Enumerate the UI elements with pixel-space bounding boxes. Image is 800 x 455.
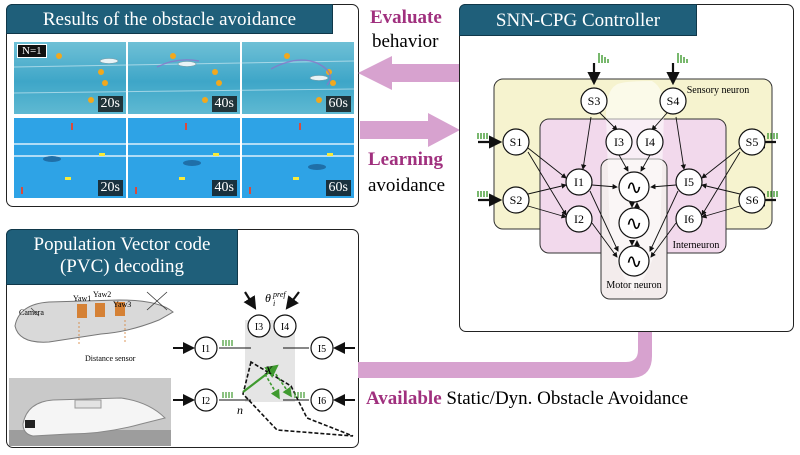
- yaw1-label: Yaw1: [73, 294, 92, 303]
- inter-region-label: Interneuron: [673, 240, 720, 251]
- robot-photo: [9, 378, 171, 446]
- camera-label: Camera: [19, 308, 44, 317]
- pvc-neuron-I3: I3: [255, 322, 263, 333]
- theta-subscript: i: [273, 299, 275, 308]
- neuron-S4: S4: [667, 94, 680, 108]
- lane-frame-60s: 60s: [242, 118, 354, 198]
- oscillator-icon: ∿: [626, 213, 643, 235]
- x-vector-label: X: [264, 363, 273, 377]
- snn-cpg-network: S1 S2 S3 S4 S5 S6 I1 I2 I3 I4 I5 I6 ∿ ∿ …: [477, 53, 778, 300]
- neuron-I4: I4: [645, 135, 655, 149]
- pvc-neuron-I6: I6: [318, 396, 326, 407]
- motor-region-label: Motor neuron: [606, 280, 661, 291]
- oscillator-icon: ∿: [626, 251, 643, 273]
- lane-frame-20s: 20s: [14, 118, 126, 198]
- pvc-neuron-I4: I4: [281, 322, 289, 333]
- controller-panel: S1 S2 S3 S4 S5 S6 I1 I2 I3 I4 I5 I6 ∿ ∿ …: [459, 4, 794, 332]
- pvc-neuron-I2: I2: [202, 396, 210, 407]
- results-title: Results of the obstacle avoidance: [6, 4, 333, 34]
- evaluate-arrow: [358, 56, 460, 90]
- timestamp: 40s: [211, 180, 237, 196]
- lane-frame-40s: 40s: [128, 118, 240, 198]
- neuron-S3: S3: [588, 94, 601, 108]
- pvc-neuron-I1: I1: [202, 344, 210, 355]
- pvc-title-line1: Population Vector code: [33, 234, 211, 255]
- neuron-I1: I1: [574, 175, 584, 189]
- neuron-S5: S5: [746, 135, 759, 149]
- distance-sensor-label: Distance sensor: [85, 354, 136, 363]
- pvc-neuron-I5: I5: [318, 344, 326, 355]
- timestamp: 60s: [325, 180, 351, 196]
- neuron-I3: I3: [614, 135, 624, 149]
- timestamp: 40s: [211, 96, 237, 112]
- neuron-S1: S1: [510, 135, 523, 149]
- evaluate-rest: behavior: [372, 31, 439, 52]
- yaw2-label: Yaw2: [93, 290, 112, 299]
- oscillator-icon: ∿: [626, 177, 643, 199]
- available-word: Available: [366, 388, 442, 409]
- yaw3-label: Yaw3: [113, 300, 132, 309]
- robot-photo-shape: [9, 397, 171, 446]
- timestamp: 20s: [97, 180, 123, 196]
- results-panel: N=1 20s 40s 60s 20s 40s 60s: [6, 4, 359, 207]
- neuron-I5: I5: [684, 175, 694, 189]
- learning-rest: avoidance: [368, 175, 446, 196]
- neuron-I6: I6: [684, 212, 694, 226]
- available-caption: Available Static/Dyn. Obstacle Avoidance: [366, 388, 688, 410]
- pool-frame-20s: N=1 20s: [14, 42, 126, 114]
- neuron-S6: S6: [746, 193, 759, 207]
- sensory-region-label: Sensory neuron: [687, 85, 750, 96]
- pvc-title-line2: (PVC) decoding: [59, 256, 184, 277]
- learning-word: Learning: [368, 149, 443, 170]
- timestamp: 60s: [325, 96, 351, 112]
- theta-superscript: pref: [272, 290, 287, 299]
- pvc-decoding-diagram: I3 I4 I1 I2 I5 I6 θ pref i X n: [173, 290, 355, 437]
- robot-cad-drawing: [14, 291, 174, 344]
- trial-number-tag: N=1: [17, 44, 47, 58]
- learning-arrow: [360, 113, 460, 147]
- evaluate-word: Evaluate: [370, 7, 442, 28]
- neuron-S2: S2: [510, 193, 523, 207]
- theta-label: θ: [265, 291, 271, 305]
- pool-frame-60s: 60s: [242, 42, 354, 114]
- neuron-I2: I2: [574, 212, 584, 226]
- pvc-title: Population Vector code (PVC) decoding: [6, 229, 238, 285]
- controller-title: SNN-CPG Controller: [459, 4, 697, 36]
- timestamp: 20s: [97, 96, 123, 112]
- pool-frame-40s: 40s: [128, 42, 240, 114]
- n-label: n: [237, 403, 243, 417]
- available-rest: Static/Dyn. Obstacle Avoidance: [446, 388, 689, 409]
